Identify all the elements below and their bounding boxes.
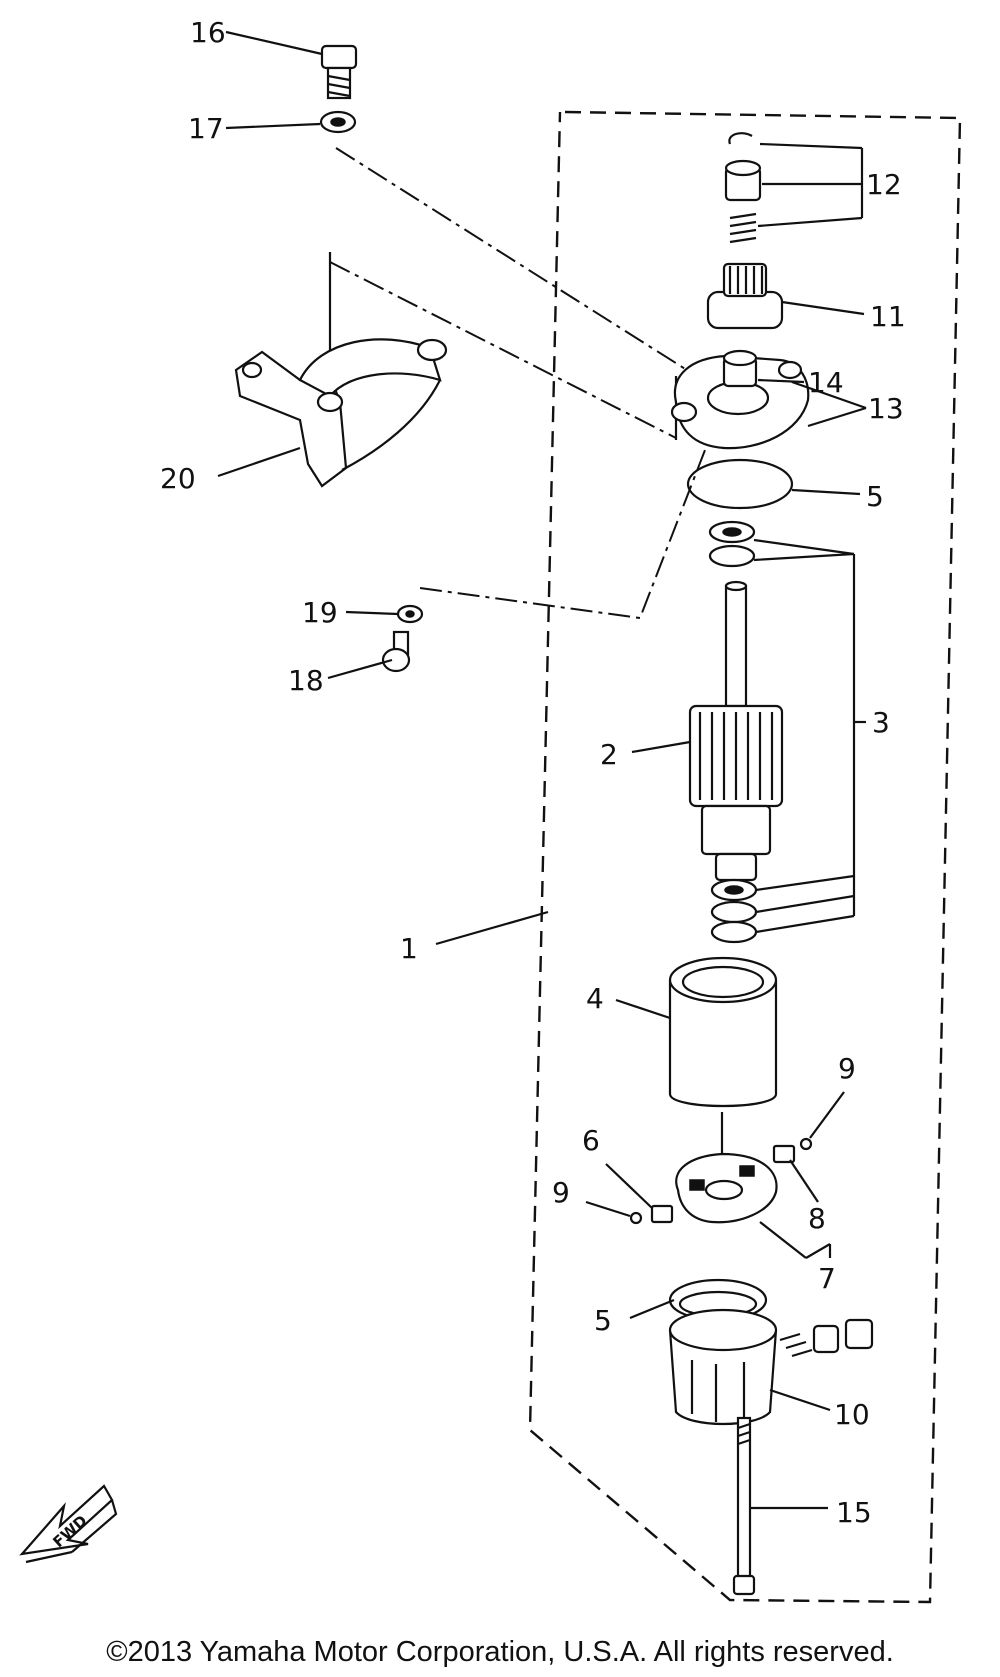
washer-set-3-lower xyxy=(710,878,758,944)
callout-10: 10 xyxy=(834,1398,870,1431)
copyright-notice: ©2013 Yamaha Motor Corporation, U.S.A. A… xyxy=(106,1636,894,1668)
callout-11: 11 xyxy=(870,300,906,333)
clip-12 xyxy=(728,132,753,145)
brush-6 xyxy=(650,1204,674,1224)
rear-cover-10 xyxy=(668,1308,874,1426)
spring-9-right xyxy=(799,1137,813,1151)
bracket-20 xyxy=(234,338,448,488)
callout-20: 20 xyxy=(160,462,196,495)
washer-19 xyxy=(396,604,424,624)
callout-18: 18 xyxy=(288,664,324,697)
spring-12 xyxy=(729,212,757,244)
spring-9-left xyxy=(629,1211,643,1225)
callout-7: 7 xyxy=(818,1262,836,1295)
callout-12: 12 xyxy=(866,168,902,201)
exploded-parts-diagram: 16 17 12 11 14 13 5 20 19 18 3 2 1 4 9 6… xyxy=(19,16,962,1604)
callout-6: 6 xyxy=(582,1124,600,1157)
bolt-16 xyxy=(320,44,358,100)
callout-1: 1 xyxy=(400,932,418,965)
alignment-line-screw xyxy=(419,431,713,620)
screw-18 xyxy=(381,630,411,673)
through-bolt-15 xyxy=(732,1416,756,1596)
o-ring-5-lower xyxy=(668,1278,768,1322)
callout-17: 17 xyxy=(188,112,224,145)
callout-19: 19 xyxy=(302,596,338,629)
callout-8: 8 xyxy=(808,1202,826,1235)
alignment-line-bracket xyxy=(329,261,677,439)
washer-17 xyxy=(319,110,357,134)
callout-16: 16 xyxy=(190,16,226,49)
bushing-14 xyxy=(722,349,758,388)
callout-5-upper: 5 xyxy=(866,480,884,513)
callout-9-right: 9 xyxy=(838,1052,856,1085)
callout-3: 3 xyxy=(872,706,890,739)
leader-lines xyxy=(217,30,867,1510)
callout-2: 2 xyxy=(600,738,618,771)
callout-4: 4 xyxy=(586,982,604,1015)
front-cover-13 xyxy=(670,354,810,450)
washer-set-3-upper xyxy=(708,520,756,568)
callout-13: 13 xyxy=(868,392,904,425)
callout-15: 15 xyxy=(836,1496,872,1529)
bushing-12 xyxy=(724,159,762,202)
callout-14: 14 xyxy=(808,366,844,399)
brush-holder-7 xyxy=(675,1152,778,1224)
callout-9-left: 9 xyxy=(552,1176,570,1209)
alignment-line-bolt xyxy=(335,147,691,373)
armature-2 xyxy=(688,580,784,882)
o-ring-5-upper xyxy=(686,458,794,510)
pinion-gear-11 xyxy=(706,262,784,330)
fwd-arrow-icon: FWD xyxy=(19,1484,118,1564)
brush-8 xyxy=(772,1144,796,1164)
yoke-4 xyxy=(668,956,778,1108)
assembly-boundary xyxy=(528,110,962,1604)
callout-5-lower: 5 xyxy=(594,1304,612,1337)
